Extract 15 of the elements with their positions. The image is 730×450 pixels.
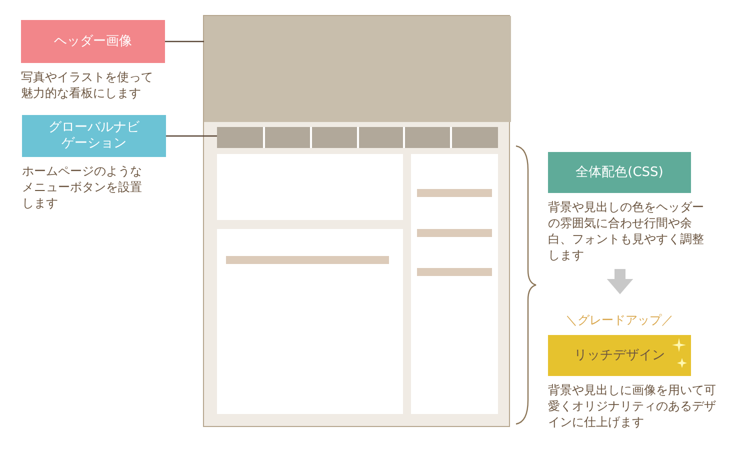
upgrade-caption: ＼グレードアップ／ (564, 312, 674, 328)
header-image-label: ヘッダー画像 (21, 20, 165, 63)
description-text: 背景や見出しに画像を用いて可愛くオリジナリティのあるデザインに仕上げます (548, 382, 717, 430)
rich-design-label: リッチデザイン (548, 335, 691, 376)
navigation-label: グローバルナビゲーション (22, 115, 166, 157)
page-mockup (203, 15, 510, 427)
header-area (204, 16, 511, 122)
navigation-bar (217, 127, 498, 148)
description-text: 写真やイラストを使って魅力的な看板にします (21, 69, 154, 101)
description-text: 背景や見出しの色をヘッダーの雰囲気に合わせ行間や余白、フォントも見やすく調整します (548, 199, 705, 263)
color-scheme-label: 全体配色(CSS) (548, 152, 691, 193)
leader-line (165, 40, 204, 42)
leader-line (166, 135, 217, 137)
description-text: ホームページのようなメニューボタンを設置します (22, 163, 143, 211)
arrow (606, 269, 634, 294)
